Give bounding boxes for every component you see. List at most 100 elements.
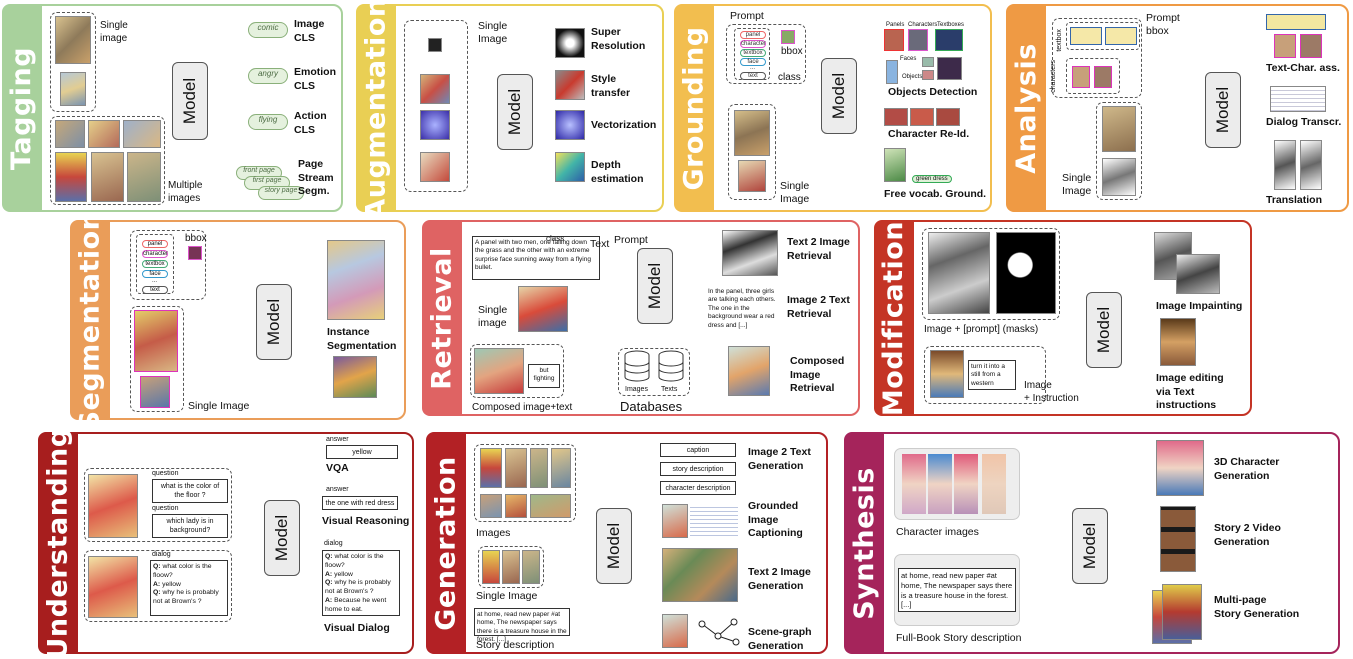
output-style <box>555 70 585 100</box>
segmentation-output <box>333 356 377 398</box>
composed-text: but fighting <box>528 364 560 388</box>
class-item: ... <box>152 278 158 284</box>
prompt-group <box>1052 18 1142 98</box>
characters-row <box>1066 58 1120 94</box>
edit-input-group <box>924 346 1046 404</box>
comic-thumb <box>88 120 120 148</box>
text-label: Text <box>590 238 610 250</box>
grounded-caption-thumb <box>662 504 688 538</box>
inpaint-input-group <box>922 228 1060 320</box>
bbox-label: bbox <box>781 46 803 57</box>
input-images-group <box>404 20 468 192</box>
comic-thumb <box>928 232 990 314</box>
3d-character-output <box>1156 440 1204 496</box>
caption-box: caption <box>660 443 736 457</box>
database-icon <box>658 350 684 382</box>
analysis-tab: Analysis <box>1006 4 1046 212</box>
class-item: text <box>740 72 766 80</box>
model-box: Model <box>1072 508 1108 584</box>
character-desc-box: character description <box>660 481 736 495</box>
character-view <box>902 454 926 514</box>
character-images-label: Character images <box>896 526 979 538</box>
task-story2video: Story 2 Video Generation <box>1214 522 1281 548</box>
video-output <box>1160 506 1196 572</box>
comic-thumb <box>420 110 450 140</box>
prompt-label: Prompt <box>730 10 764 22</box>
output-sr <box>555 28 585 58</box>
comic-thumb <box>505 448 527 488</box>
detection-thumb <box>922 57 934 67</box>
output-vector <box>555 110 585 140</box>
detection-thumb <box>937 57 962 80</box>
understanding-title: Understanding <box>42 426 74 659</box>
grounding-tab: Grounding <box>674 4 714 212</box>
task-multipage-story: Multi-page Story Generation <box>1214 594 1300 620</box>
class-item: ... <box>750 65 756 71</box>
comic-thumb <box>60 72 86 106</box>
comic-thumb <box>1102 106 1136 152</box>
synthesis-tab: Synthesis <box>844 432 884 654</box>
answer-box: yellow <box>326 445 398 459</box>
single-image-group <box>130 306 184 412</box>
comic-thumb <box>505 494 527 518</box>
comic-thumb <box>134 310 178 372</box>
model-box: Model <box>1086 292 1122 368</box>
textbox-row <box>1066 22 1140 50</box>
task-grounded-captioning: Grounded Image Captioning <box>748 500 803 540</box>
class-item: face <box>142 270 168 278</box>
detection-thumb <box>884 29 904 51</box>
comic-thumb <box>1102 158 1136 196</box>
comic-thumb <box>474 348 524 394</box>
task-vectorization: Vectorization <box>591 119 657 131</box>
tagging-tab: Tagging <box>2 4 42 212</box>
dialog-label: dialog <box>324 540 343 547</box>
model-box: Model <box>821 58 857 134</box>
task-image2text-retrieval: Image 2 Text Retrieval <box>787 294 850 320</box>
task-vqa: VQA <box>326 462 349 474</box>
comic-thumb <box>127 152 161 202</box>
images-label: Images <box>476 527 511 539</box>
single-image-label: Single Image <box>188 400 250 412</box>
task-composed-retrieval: Composed Image Retrieval <box>790 355 845 395</box>
composed-label: Composed image+text <box>472 402 573 413</box>
task-instance-segmentation: Instance Segmentation <box>327 326 397 352</box>
comic-thumb <box>518 286 568 332</box>
segmentation-tab: Segmentation <box>70 210 110 430</box>
single-image-group <box>478 546 544 588</box>
class-item: character <box>142 250 169 258</box>
edit-input-label: Image + Instruction <box>1024 380 1079 404</box>
transcript-thumb <box>1270 86 1326 112</box>
single-image-group <box>728 104 776 200</box>
dialog-input-group <box>84 550 232 622</box>
character-thumb <box>1094 66 1112 88</box>
mini-label: Panels <box>886 22 905 28</box>
reid-thumb <box>884 108 908 126</box>
task-translation: Translation <box>1266 194 1323 206</box>
characters-label: characters <box>1049 60 1057 93</box>
comic-thumb <box>530 494 571 518</box>
task-image2text-generation: Image 2 Text Generation <box>748 446 811 472</box>
task-3d-character: 3D Character Generation <box>1214 456 1280 482</box>
bbox-thumb <box>188 246 202 260</box>
dialog-output-box: Q: what color is the floow? A: yellow Q:… <box>322 550 400 616</box>
mini-label: Characters <box>908 22 938 28</box>
scene-graph-thumb <box>662 614 688 648</box>
model-box: Model <box>637 248 673 324</box>
generation-tab: Generation <box>426 432 466 654</box>
class-item: character <box>740 40 767 48</box>
comic-thumb <box>420 74 450 104</box>
character-view <box>954 454 978 514</box>
grounding-title: Grounding <box>678 25 710 191</box>
t2i-output <box>662 548 738 602</box>
comic-thumb <box>738 160 766 192</box>
question-box: what is the color of the floor ? <box>152 479 228 503</box>
textbox-label: textbox <box>1055 29 1063 52</box>
output-thumb <box>1266 14 1326 30</box>
model-box: Model <box>264 500 300 576</box>
vqa-input-group <box>84 468 232 542</box>
task-objects-detection: Objects Detection <box>888 86 978 98</box>
green-dress-tag: green dress <box>912 175 952 183</box>
reid-thumb <box>910 108 934 126</box>
dialog-box: Q: what color is the floow? A: yellow Q:… <box>150 560 228 616</box>
prompt-group <box>130 230 206 300</box>
